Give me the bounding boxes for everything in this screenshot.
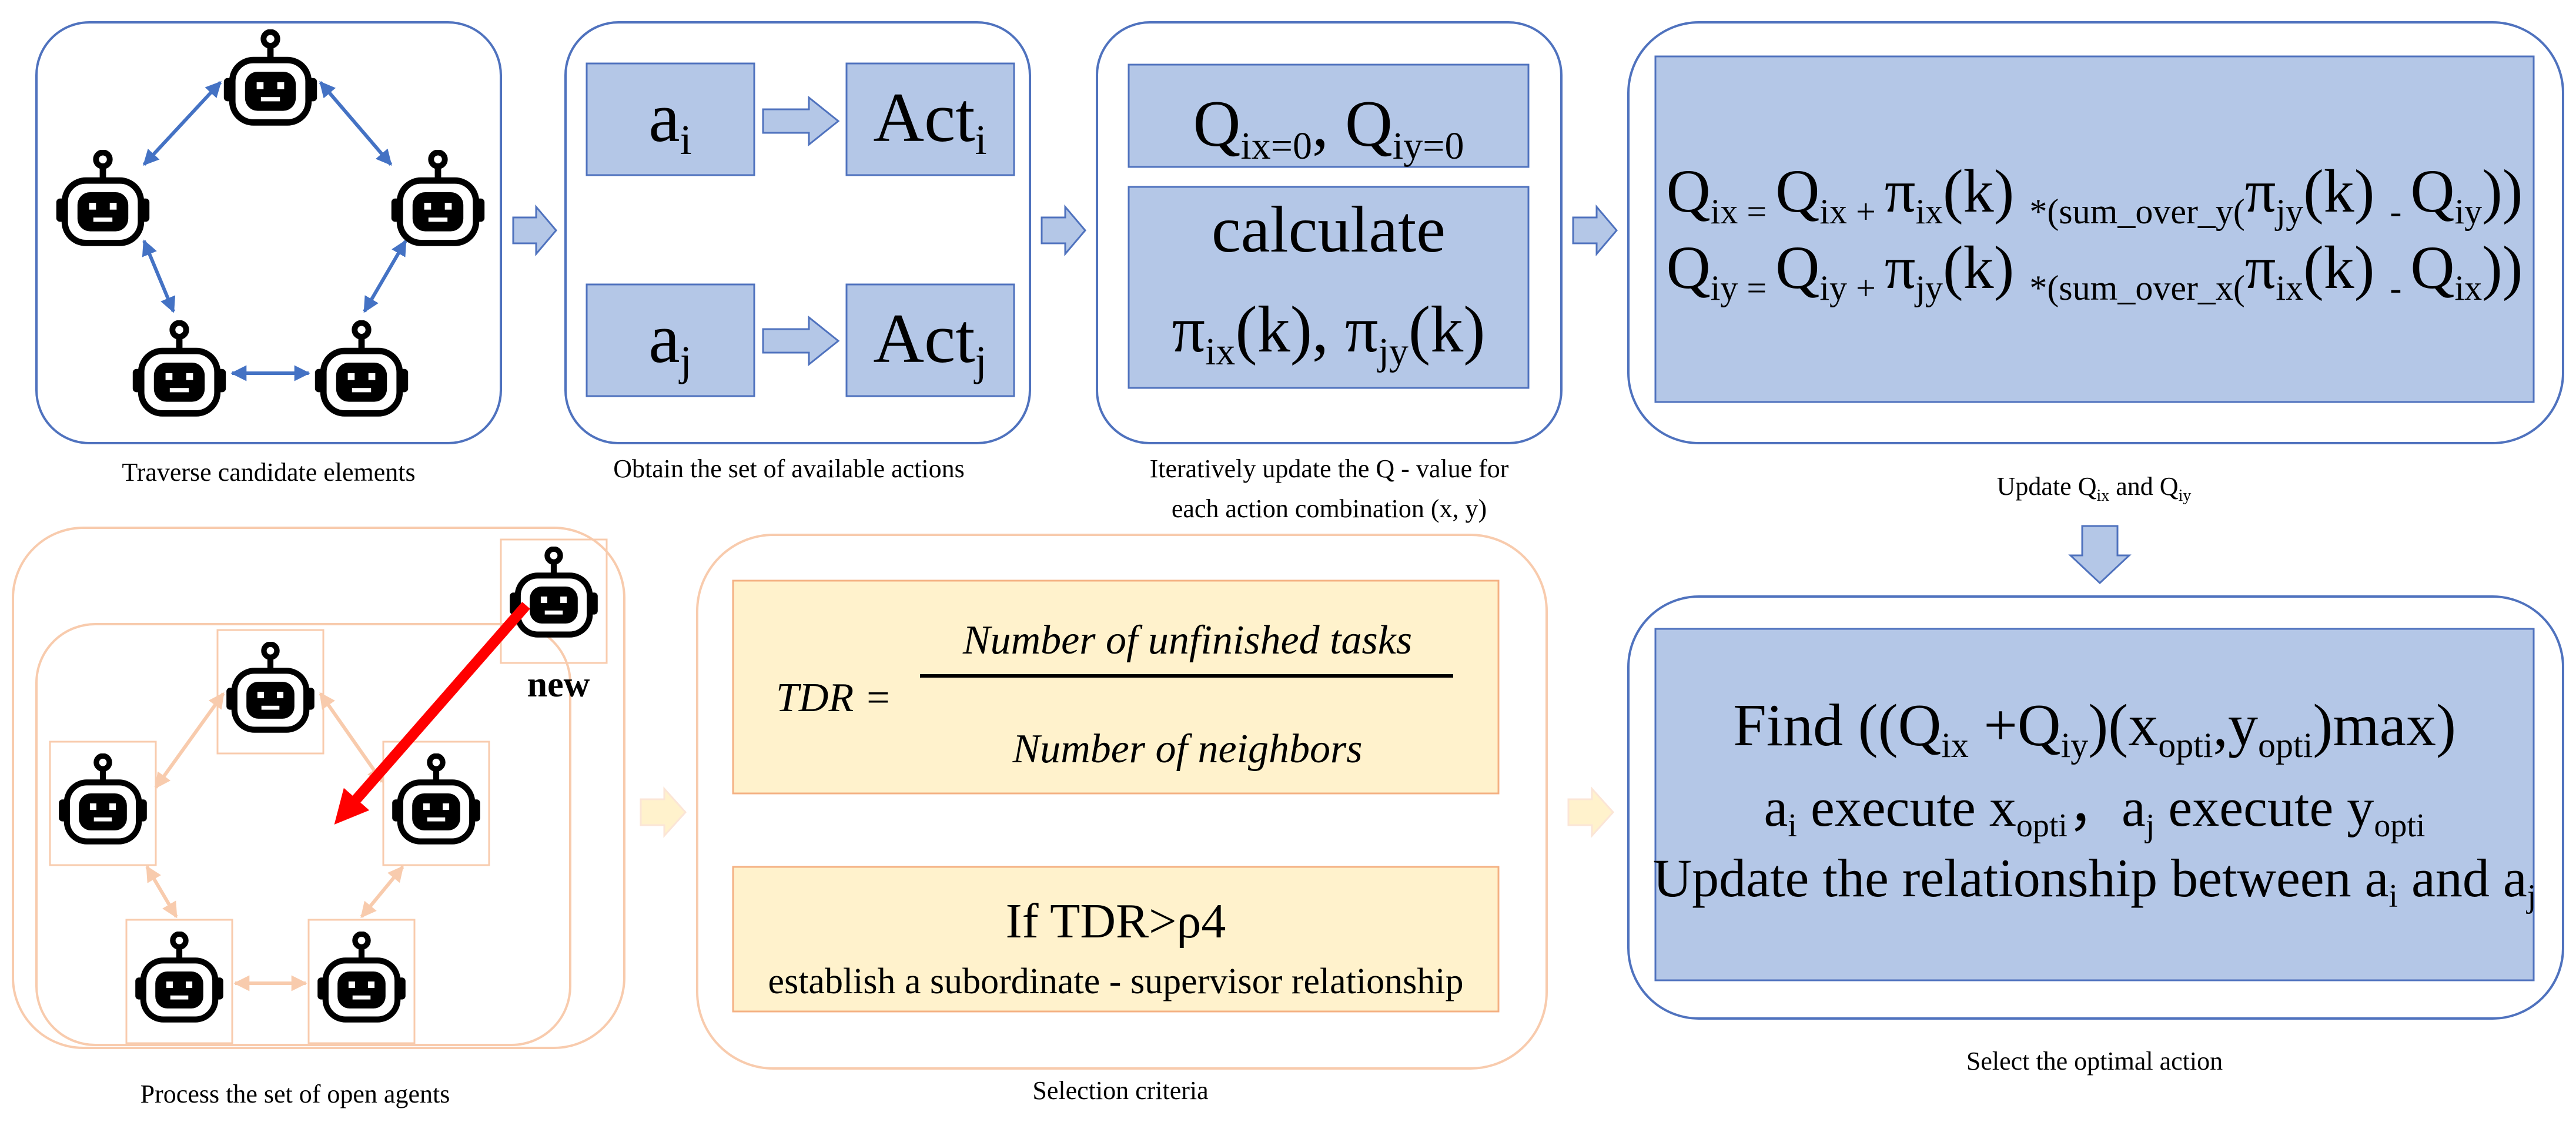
panel-q-value-update: Qix=0, Qiy=0 calculate πix(k), πjy(k) It… [1096,21,1563,523]
act-label: Actj [873,299,986,384]
link-arrow [142,81,222,166]
panel-caption: Select the optimal action [1966,1047,2223,1076]
link-arrow [363,239,407,313]
action-label: ai [648,78,691,163]
tdr-numerator: Number of unfinished tasks [962,618,1412,663]
panel-traverse-candidates: Traverse candidate elements [35,21,502,487]
agent-box [49,741,157,866]
new-agent-box [500,538,608,664]
tdr-denominator: Number of neighbors [1012,726,1363,772]
agent-box [382,741,490,866]
link-arrow [319,692,384,783]
tdr-condition: If TDR>ρ4 [1006,894,1226,949]
block-arrow-icon [762,95,840,147]
find-max-formula: Find ((Qix +Qiy)(xopti,yopti)max) [1733,692,2456,765]
panel-caption: Traverse candidate elements [122,458,415,487]
link-arrow [154,692,225,789]
act-label: Acti [873,78,986,163]
tdr-formula-box [732,579,1500,795]
relationship-action: establish a subordinate - supervisor rel… [768,962,1464,1001]
execute-statement: ai execute xopti，aj execute yopti [1764,778,2426,844]
q-ix-update-formula: Qix = Qix + πix(k) *(sum_over_y(πjy(k) -… [1667,158,2523,231]
agent-links [145,692,404,991]
block-arrow-icon [1572,204,1618,257]
act-box [845,283,1015,397]
panel-caption: Selection criteria [1032,1076,1208,1105]
block-arrow-icon [512,204,557,257]
block-arrow-icon [1041,204,1086,257]
q-init-formula: Qix=0, Qiy=0 [1193,88,1464,167]
calculate-label: calculate [1212,193,1446,266]
panel-selection-criteria: TDR = Number of unfinished tasks Number … [696,534,1548,1105]
agent-box [125,919,233,1044]
tdr-lhs: TDR = [776,675,892,721]
panel-open-agents: new Process the set of open agents [12,527,625,1108]
action-box [586,62,755,176]
agent-links [142,81,407,381]
panel-caption: Obtain the set of available actions [613,454,964,483]
new-agent-label: new [527,665,590,705]
q-iy-update-formula: Qiy = Qiy + πjy(k) *(sum_over_x(πix(k) -… [1667,234,2523,307]
link-arrow [319,81,393,166]
panel-caption: Process the set of open agents [140,1080,450,1108]
block-arrow-icon [640,786,687,838]
action-label: aj [648,299,691,384]
formula-box [1654,55,2535,403]
block-arrow-icon [2068,525,2132,585]
pi-formula: πix(k), πjy(k) [1172,293,1486,373]
calculate-box [1128,186,1530,389]
panel-update-q: Qix = Qix + πix(k) *(sum_over_y(πjy(k) -… [1627,21,2564,505]
panel-caption: Update Qix and Qiy [1997,472,2192,505]
agent-box [216,629,324,755]
panel-optimal-action: Find ((Qix +Qiy)(xopti,yopti)max) ai exe… [1627,595,2564,1076]
panel-available-actions: ai Acti aj Actj Obtain the set of availa… [564,21,1031,483]
act-box [845,62,1015,176]
result-box [1654,628,2535,981]
link-arrow [142,239,176,313]
condition-box [732,866,1500,1013]
block-arrow-icon [1567,786,1615,838]
update-relationship-statement: Update the relationship between ai and a… [1653,848,2537,914]
link-arrow [145,865,178,919]
block-arrow-icon [762,315,840,367]
agent-box [307,919,416,1044]
link-arrow [360,865,404,919]
agent-highlight-boxes [49,538,608,1044]
init-box [1128,63,1530,168]
join-arrow [334,602,530,825]
panel-caption-line2: each action combination (x, y) [1172,494,1487,523]
action-box [586,283,755,397]
panel-caption-line1: Iteratively update the Q - value for [1150,454,1509,483]
